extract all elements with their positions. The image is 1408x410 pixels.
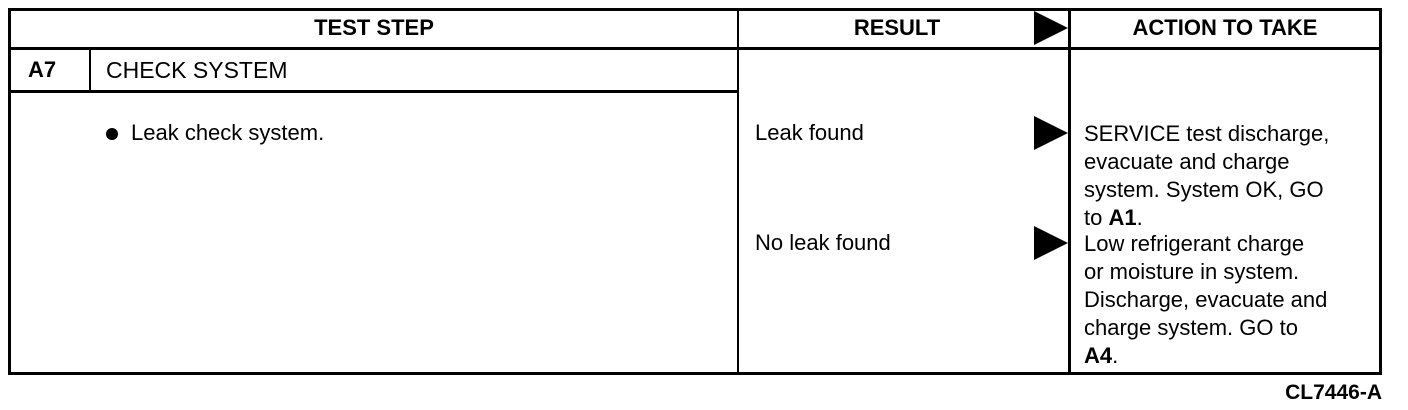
step-id-divider [89, 47, 91, 92]
action-1-ref: A1 [1108, 205, 1137, 230]
table-border-left [8, 8, 11, 375]
action-1-line-2: evacuate and charge [1084, 149, 1290, 174]
header-arrow-icon [1034, 11, 1068, 45]
header-test-step: TEST STEP [314, 15, 434, 40]
header-action: ACTION TO TAKE [1132, 15, 1318, 40]
figure-code: CL7446-A [1285, 381, 1382, 404]
result-arrow-icon-1 [1034, 116, 1068, 150]
table-border-top [8, 8, 1382, 11]
action-1-tail-prefix: to [1084, 205, 1109, 230]
result-label-1: Leak found [755, 120, 864, 145]
result-label-2: No leak found [755, 230, 891, 255]
header-divider [8, 47, 1382, 50]
action-2-line-4: charge system. GO to [1084, 315, 1298, 340]
header-result: RESULT [853, 15, 941, 40]
action-2-line-3: Discharge, evacuate and [1084, 287, 1328, 312]
action-2: Low refrigerant charge or moisture in sy… [1084, 230, 1374, 370]
action-1-line-4: to A1. [1084, 204, 1374, 232]
table-border-bottom [8, 372, 1382, 375]
column-divider-1 [737, 8, 739, 375]
table-border-right [1379, 8, 1382, 375]
bullet-icon [106, 128, 118, 140]
action-2-line-5: A4. [1084, 342, 1374, 370]
action-1-tail-suffix: . [1136, 205, 1143, 230]
action-2-tail-suffix: . [1112, 343, 1119, 368]
column-divider-2 [1068, 8, 1071, 375]
action-2-line-2: or moisture in system. [1084, 259, 1300, 284]
step-instruction: Leak check system. [131, 120, 325, 145]
action-1-line-3: system. System OK, GO [1084, 177, 1324, 202]
result-arrow-icon-2 [1034, 226, 1068, 260]
action-2-line-1: Low refrigerant charge [1084, 231, 1305, 256]
step-id: A7 [28, 57, 57, 82]
action-2-ref: A4 [1084, 343, 1113, 368]
step-title: CHECK SYSTEM [106, 57, 288, 83]
action-1: SERVICE test discharge, evacuate and cha… [1084, 120, 1374, 232]
step-row-divider [8, 90, 739, 93]
action-1-line-1: SERVICE test discharge, [1084, 121, 1330, 146]
